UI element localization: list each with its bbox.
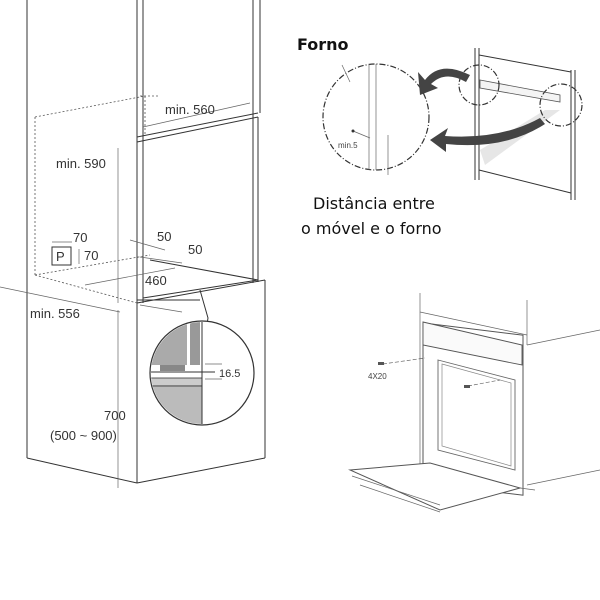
min-gap-label: min.5: [338, 141, 358, 150]
base-range-label: (500 ~ 900): [50, 428, 117, 443]
vent-symbol: P: [56, 249, 65, 264]
caption-line1: Distância entre: [313, 194, 435, 213]
caption-line2: o móvel e o forno: [301, 219, 442, 238]
base-height-label: 700: [104, 408, 126, 423]
width-min-label: min. 560: [165, 102, 215, 117]
cabinet-drawing: [0, 0, 266, 488]
vent-height-label: 70: [84, 248, 98, 263]
oven-install-drawing: [348, 293, 600, 513]
vent-width-label: 70: [73, 230, 87, 245]
oven-gap-detail: [322, 48, 583, 200]
gap-b-label: 50: [188, 242, 202, 257]
detail-label: 16.5: [219, 368, 240, 380]
depth-min-label: min. 556: [30, 306, 80, 321]
gap-a-label: 50: [157, 229, 171, 244]
oven-title: Forno: [297, 35, 349, 54]
depth-label: 460: [145, 273, 167, 288]
height-min-label: min. 590: [56, 156, 106, 171]
screw-size-label: 4X20: [368, 372, 387, 381]
